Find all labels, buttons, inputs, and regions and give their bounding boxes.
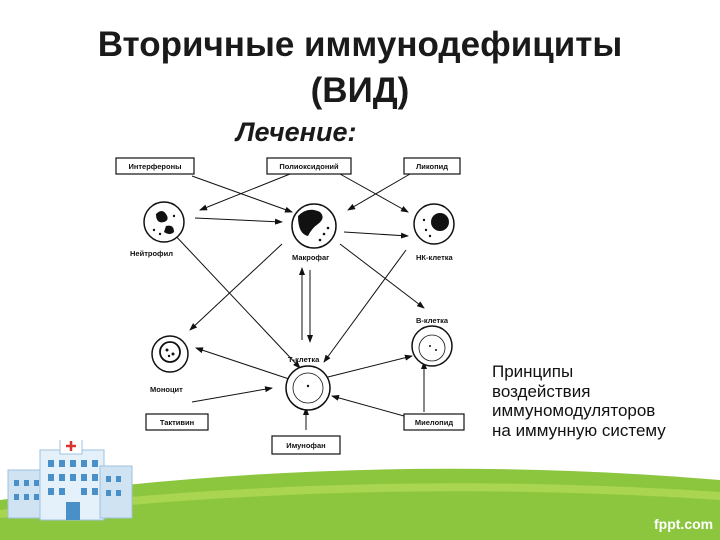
- b-cell: [411, 325, 453, 367]
- drug-box: [266, 157, 352, 175]
- caption-line: воздействия: [492, 381, 591, 401]
- arrow: [347, 173, 411, 211]
- arrow: [191, 175, 293, 213]
- cell-macrophage-label: Макрофаг: [292, 253, 329, 262]
- arrow: [199, 173, 291, 211]
- neutrophil-cell: [143, 201, 185, 243]
- drug-box: [271, 435, 341, 455]
- cell-t-label: Т-клетка: [288, 355, 320, 364]
- drug-interferons-label: Интерфероны: [128, 162, 181, 171]
- t-cell: [285, 365, 331, 411]
- slide-subtitle: Лечение:: [236, 117, 357, 147]
- arrow: [171, 231, 301, 369]
- drug-myelopid-label: Миелопид: [415, 418, 453, 427]
- arrow: [339, 173, 409, 213]
- arrow: [194, 217, 283, 225]
- arrow: [195, 347, 299, 383]
- title-line-1: Вторичные иммунодефициты: [97, 25, 623, 64]
- arrow: [191, 386, 273, 403]
- cell-monocyte-label: Моноцит: [150, 385, 183, 394]
- arrow: [339, 243, 425, 309]
- macrophage-cell: [291, 203, 337, 249]
- cell-b-label: В-клетка: [416, 316, 449, 325]
- drug-licopid-label: Ликопид: [416, 162, 448, 171]
- cell-nk-label: НК-клетка: [416, 253, 454, 262]
- arrow: [323, 249, 407, 363]
- diagram-caption: Принципы воздействия иммуномодуляторов н…: [492, 362, 717, 440]
- arrow: [331, 394, 405, 417]
- monocyte-cell: [151, 335, 189, 373]
- hospital-icon: [7, 440, 133, 521]
- immunomodulator-diagram: Интерфероны Полиоксидоний Ликопид Тактив…: [115, 157, 465, 455]
- grass-highlight: [0, 483, 720, 518]
- slide-title: Вторичные иммунодефициты (ВИД): [0, 22, 720, 114]
- footer-decoration: [0, 440, 720, 540]
- title-line-2: (ВИД): [310, 71, 410, 110]
- nk-cell: [413, 203, 455, 245]
- arrows: [171, 173, 427, 430]
- drug-box: [145, 413, 209, 431]
- cell-neutrophil-label: Нейтрофил: [130, 249, 173, 258]
- arrow: [323, 354, 413, 379]
- brand-watermark: fppt.com: [654, 516, 714, 532]
- drug-box: [403, 413, 465, 431]
- arrow: [343, 231, 409, 239]
- drug-box: [403, 157, 461, 175]
- caption-line: на иммунную систему: [492, 420, 666, 440]
- caption-line: Принципы: [492, 362, 574, 381]
- drug-box: [115, 157, 195, 175]
- drug-polyoxidonium-label: Полиоксидоний: [279, 162, 339, 171]
- caption-line: иммуномодуляторов: [492, 401, 656, 420]
- drug-imunofan-label: Имунофан: [286, 441, 325, 450]
- arrow: [189, 243, 283, 331]
- drug-taktivin-label: Тактивин: [160, 418, 194, 427]
